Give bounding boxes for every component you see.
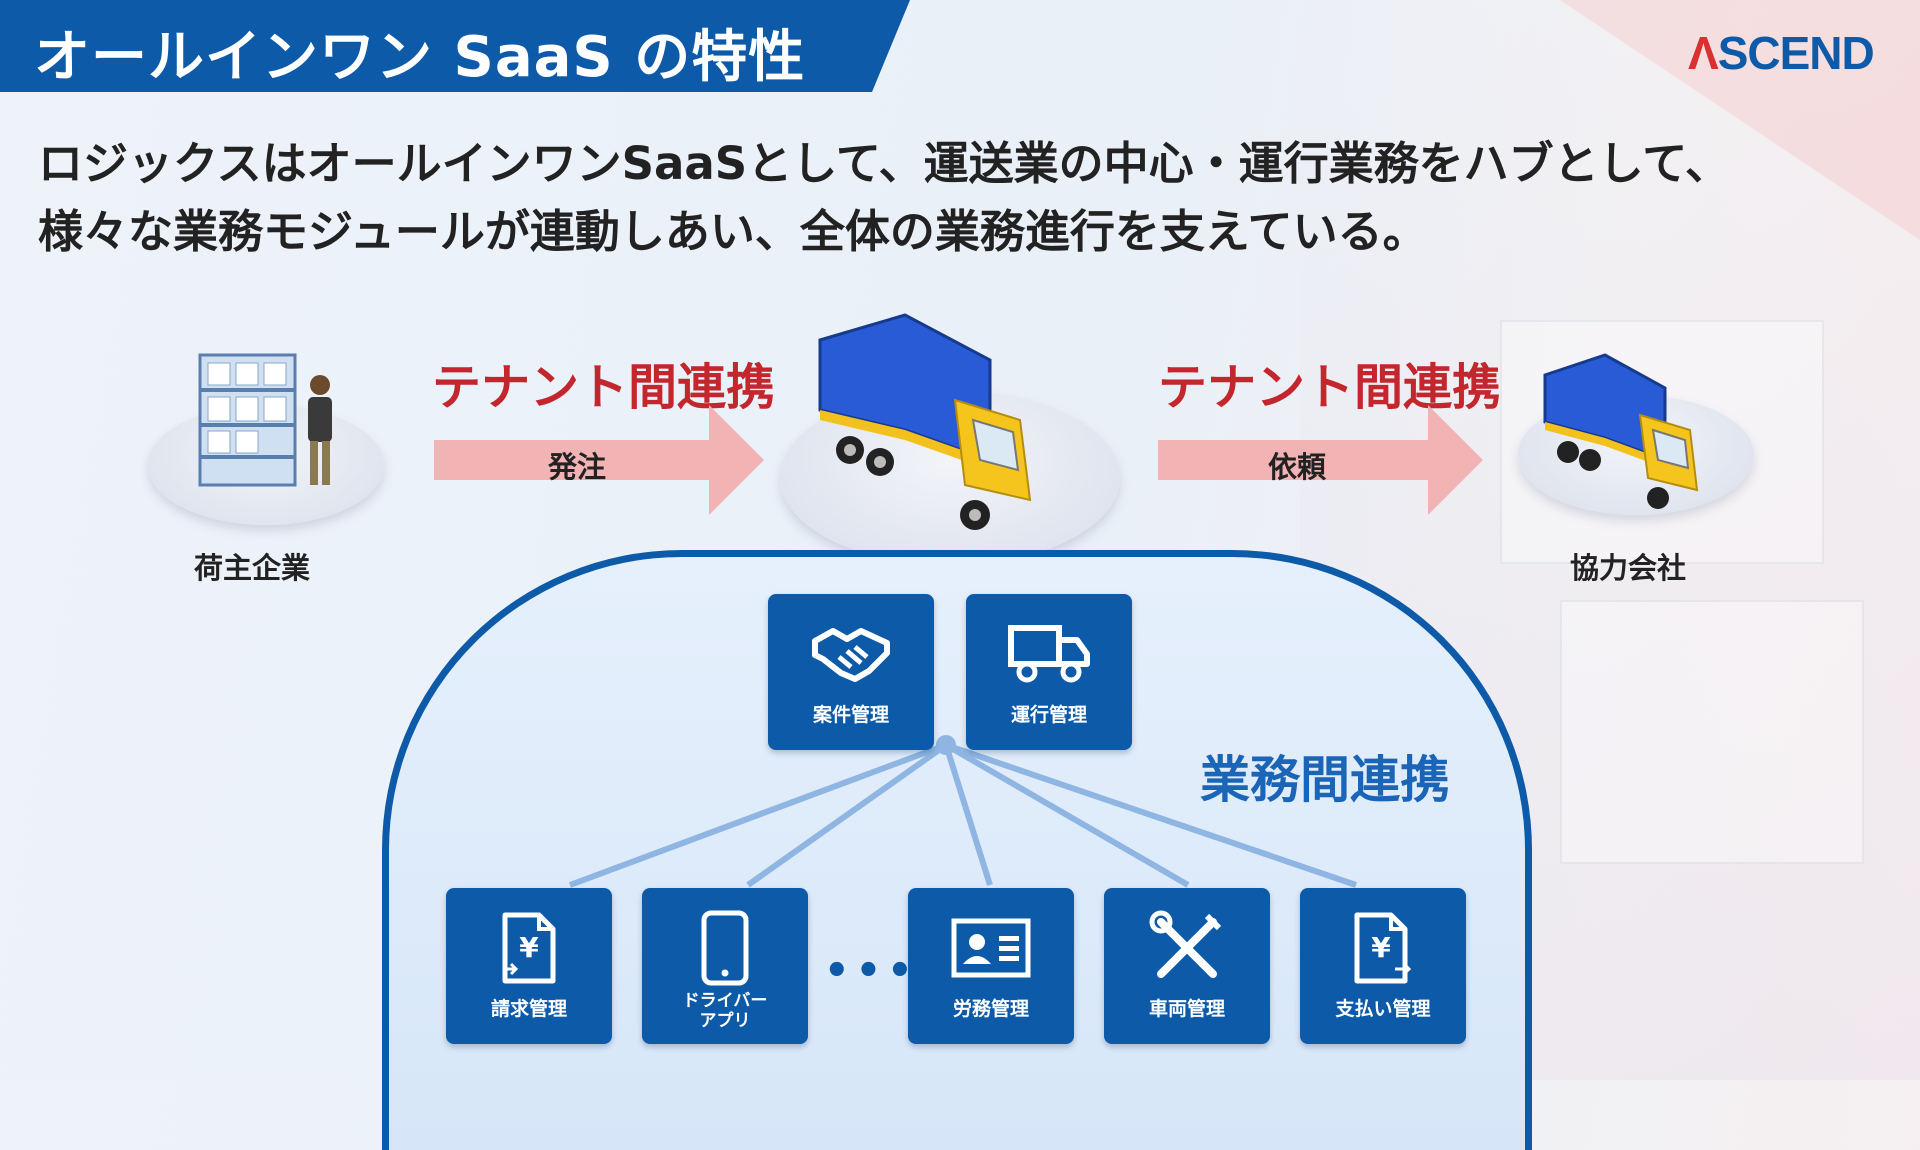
tenant-link-right: テナント間連携 [1158, 359, 1502, 416]
request-label: 依頼 [1268, 450, 1327, 484]
module-case-management[interactable]: 案件管理 [768, 594, 934, 750]
module-label: 案件管理 [812, 704, 889, 726]
ascend-logo: ΛSCEND [1688, 27, 1875, 79]
svg-text:¥: ¥ [519, 931, 539, 964]
module-vehicle-management[interactable]: 車両管理 [1104, 888, 1270, 1044]
module-label-line2: アプリ [699, 1011, 751, 1031]
module-label: 車両管理 [1148, 998, 1225, 1020]
request-arrow [1158, 405, 1483, 515]
logo-text: SCEND [1717, 27, 1875, 79]
module-label: 請求管理 [490, 998, 567, 1020]
module-payment-management[interactable]: ¥ 支払い管理 [1300, 888, 1466, 1044]
svg-text:¥: ¥ [1371, 931, 1391, 964]
tenant-link-left: テナント間連携 [432, 359, 776, 416]
lead-text: ロジックスはオールインワンSaaSとして、運送業の中心・運行業務をハブとして、 … [38, 130, 1898, 266]
module-label: 支払い管理 [1335, 998, 1431, 1020]
module-label: 運行管理 [1010, 704, 1087, 726]
shipper-label: 荷主企業 [194, 551, 311, 585]
tools-icon [1104, 906, 1270, 990]
module-operation-management[interactable]: 運行管理 [966, 594, 1132, 750]
partner-label: 協力会社 [1570, 551, 1687, 585]
truck-icon [966, 612, 1132, 696]
lead-line-1: ロジックスはオールインワンSaaSとして、運送業の中心・運行業務をハブとして、 [38, 137, 1731, 190]
module-label: ドライバー アプリ [642, 991, 808, 1031]
module-label: 労務管理 [952, 998, 1029, 1020]
background-truck-silhouette-2 [1560, 600, 1864, 864]
id-card-icon [908, 906, 1074, 990]
order-arrow [434, 405, 764, 515]
smartphone-icon [642, 906, 808, 990]
carrier-truck-icon [818, 313, 1032, 530]
yen-document-out-icon: ¥ [1300, 906, 1466, 990]
page-title: オールインワン SaaS の特性 [34, 25, 806, 90]
lead-line-2: 様々な業務モジュールが連動しあい、全体の業務進行を支えている。 [38, 205, 1428, 258]
warehouse-worker-icon [198, 353, 332, 487]
handshake-icon [768, 612, 934, 696]
title-band [0, 0, 910, 92]
partner-truck-icon [1543, 353, 1699, 509]
background-accent [1560, 0, 1920, 240]
business-link-label: 業務間連携 [1200, 751, 1450, 809]
yen-document-icon: ¥ [446, 906, 612, 990]
module-labor-management[interactable]: 労務管理 [908, 888, 1074, 1044]
module-label-line1: ドライバー [682, 991, 768, 1011]
more-modules-indicator: ••• [824, 948, 919, 994]
module-connection-lines [568, 735, 1357, 888]
hub-arch [382, 550, 1532, 1150]
module-driver-app[interactable]: ドライバー アプリ [642, 888, 808, 1044]
order-label: 発注 [548, 450, 607, 484]
module-billing-management[interactable]: ¥ 請求管理 [446, 888, 612, 1044]
